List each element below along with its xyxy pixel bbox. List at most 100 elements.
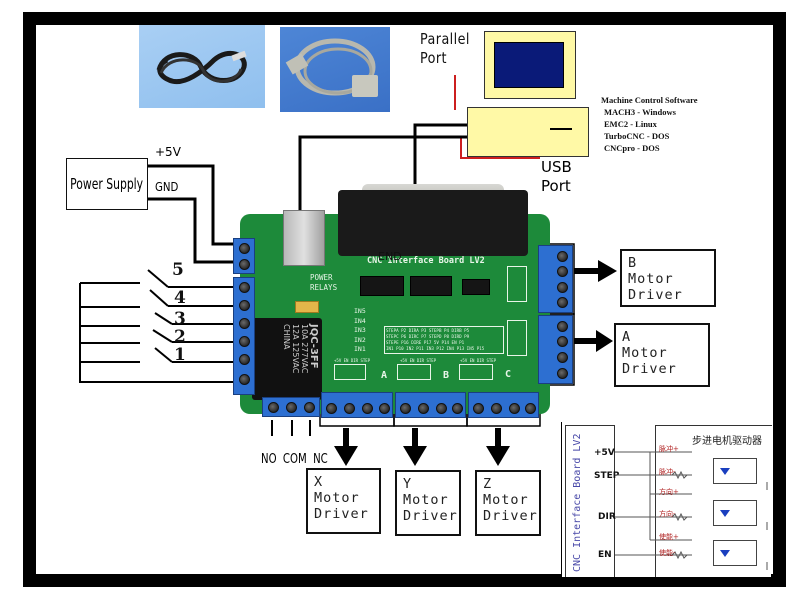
monitor-screen xyxy=(494,42,564,88)
input-number: 5 xyxy=(172,260,184,280)
optocoupler xyxy=(713,500,757,526)
input-led-labels: IN5 IN4 IN3 IN2 IN1 xyxy=(354,307,366,355)
usb-port-label-line1: USB xyxy=(541,158,572,176)
motor-driver-z: Z Motor Driver xyxy=(475,470,541,536)
b-axis-terminal xyxy=(538,245,573,313)
stepper-driver-block xyxy=(655,425,772,577)
relay-rating: 10A 277VAC xyxy=(300,324,309,374)
motor-driver-x: X Motor Driver xyxy=(306,468,381,534)
usb-cable-icon xyxy=(156,50,247,85)
parallel-cable-icon xyxy=(285,38,378,97)
schematic-driver-title: 步进电机驱动器 xyxy=(692,436,762,447)
driver-line: Driver xyxy=(628,287,683,303)
optocoupler xyxy=(713,540,757,566)
pin-row: STEPC P6 DIRC P7 STEPD P8 DIRD P9 xyxy=(386,334,470,339)
cn-label: 方向- xyxy=(659,510,676,518)
schematic-wires xyxy=(615,451,768,570)
parallel-port-label-line2: Port xyxy=(420,49,447,67)
ic-chip xyxy=(360,276,404,296)
signal-en: EN xyxy=(598,550,612,560)
axis-letter-b: B xyxy=(443,370,450,381)
in2-led-label: IN2 xyxy=(354,335,366,344)
cn-label: 脉冲+ xyxy=(659,445,679,453)
usb-cable-photo xyxy=(139,25,265,108)
driver-line: Driver xyxy=(314,506,369,522)
tantalum-capacitor xyxy=(295,301,319,313)
driver-axis: Y xyxy=(403,476,413,492)
pin-row: IN1 P10 IN2 P11 IN3 P12 IN4 P13 IN5 P15 xyxy=(386,346,485,351)
relay-rating: 12A 125VAC xyxy=(291,324,300,374)
relays-led-label: RELAYS xyxy=(310,283,338,292)
pin-table: STEPA P2 DIRA P3 STEPB P4 DIRB P5 STEPC … xyxy=(384,326,504,354)
y-axis-terminal xyxy=(395,392,466,418)
signal-step: STEP xyxy=(594,471,620,481)
usb-port-label: USB Port xyxy=(541,158,572,196)
in4-led-label: IN4 xyxy=(354,316,366,325)
cn-label: 使能+ xyxy=(659,533,679,541)
driver-line: Motor xyxy=(622,345,668,361)
schematic-inset: CNC Interface Board LV2 步进电机驱动器 +5V STEP… xyxy=(561,422,772,577)
input-number: 2 xyxy=(174,327,186,347)
power-led-label: POWER xyxy=(310,273,333,282)
computer-monitor xyxy=(484,31,576,99)
z-axis-terminal xyxy=(468,392,539,418)
driver-line: Driver xyxy=(483,508,538,524)
input-number: 1 xyxy=(174,345,186,365)
driver-line: Motor xyxy=(628,271,674,287)
board-title: CNC Interface Board LV2 xyxy=(367,256,485,266)
software-item: EMC2 - Linux xyxy=(604,119,657,129)
power-supply-box: Power Supply xyxy=(66,158,148,210)
relay-terminal xyxy=(262,397,320,417)
relay-text: JQC-3FF 10A 277VAC 12A 125VAC CHINA xyxy=(282,324,319,374)
parallel-cable-photo xyxy=(280,27,390,112)
input-number: 4 xyxy=(174,288,186,308)
in1-led-label: IN1 xyxy=(354,345,366,353)
software-item: TurboCNC - DOS xyxy=(604,131,670,141)
usb-port-label-line2: Port xyxy=(541,177,571,195)
header-d1 xyxy=(507,266,527,302)
driver-line: Driver xyxy=(622,361,677,377)
software-item: CNCpro - DOS xyxy=(604,143,660,153)
input-terminal xyxy=(233,277,255,395)
gnd-label: GND xyxy=(155,180,179,194)
optocoupler xyxy=(713,458,757,484)
status-labels: POWER RELAYS xyxy=(310,273,337,293)
usb-connector xyxy=(283,210,325,266)
interface-board-block xyxy=(565,425,615,577)
relay-brand: JQC-3FF xyxy=(308,324,319,369)
driver-axis: A xyxy=(622,329,632,345)
header-a xyxy=(334,364,366,380)
ic-chip xyxy=(462,279,490,295)
cn-label: 脉冲- xyxy=(659,468,676,476)
axis-letter-c: C xyxy=(505,369,512,380)
board-overlay-text: END xyxy=(378,250,402,263)
axis-letter-a: A xyxy=(381,370,388,381)
relay-nc-label: NC xyxy=(313,452,328,467)
cn-label: 方向+ xyxy=(659,488,679,496)
header-pins-b: +5V EN DIR STEP xyxy=(400,358,437,363)
computer-case xyxy=(467,107,589,157)
motor-driver-b: B Motor Driver xyxy=(620,249,716,307)
ic-chip xyxy=(410,276,452,296)
driver-axis: X xyxy=(314,474,324,490)
x-axis-terminal xyxy=(321,392,393,418)
driver-axis: B xyxy=(628,255,638,271)
signal-dir: DIR xyxy=(598,512,616,522)
header-b xyxy=(397,364,431,380)
driver-line: Driver xyxy=(403,508,458,524)
driver-line: Motor xyxy=(483,492,529,508)
software-item: MACH3 - Windows xyxy=(604,107,676,117)
signal-5v: +5V xyxy=(594,448,615,458)
driver-line: Motor xyxy=(314,490,360,506)
in5-led-label: IN5 xyxy=(354,307,366,315)
led-icon xyxy=(720,510,730,517)
a-axis-terminal xyxy=(538,315,573,384)
pin-row: STEPA P2 DIRA P3 STEPB P4 DIRB P5 xyxy=(386,328,470,333)
relay-origin: CHINA xyxy=(282,324,291,350)
header-d2 xyxy=(507,320,527,356)
power-supply-label: Power Supply xyxy=(70,175,144,193)
relay-com-label: COM xyxy=(282,452,307,467)
parallel-port-label: Parallel Port xyxy=(420,30,470,68)
drive-slot xyxy=(550,128,572,130)
